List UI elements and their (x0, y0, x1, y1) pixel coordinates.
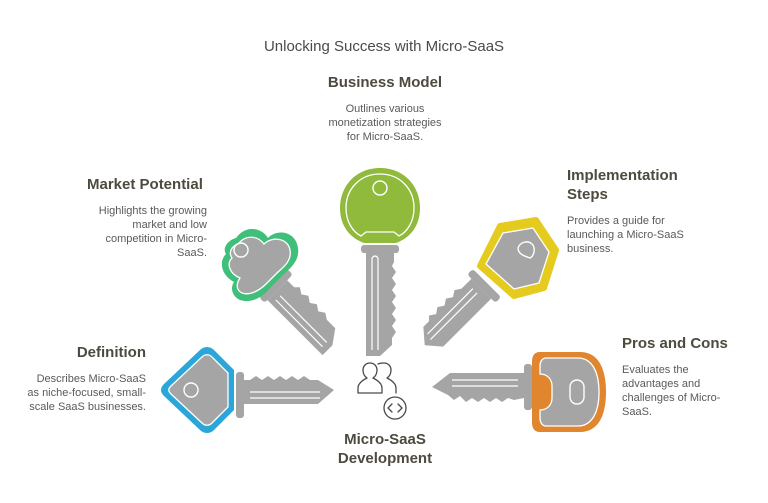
market-potential-key (221, 228, 336, 356)
business-model-title: Business Model (327, 74, 443, 91)
business-model-key-head (340, 168, 420, 243)
center-label: Micro-SaaS Development (310, 430, 460, 468)
implementation-steps-desc: Provides a guide for launching a Micro-S… (567, 215, 684, 255)
users-icon (357, 362, 397, 394)
implementation-steps-key-blade (423, 270, 500, 347)
center-label-line1: Micro-SaaS (344, 431, 426, 448)
definition-title: Definition (76, 344, 146, 361)
pros-and-cons-key-blade (432, 364, 532, 410)
pros-and-cons-title: Pros and Cons (622, 335, 728, 352)
business-model-desc: Outlines various monetization strategies… (328, 103, 442, 143)
implementation-steps-key (423, 217, 559, 347)
pros-and-cons-key (432, 352, 606, 432)
business-model-key-blade (361, 245, 399, 356)
pros-and-cons-desc: Evaluates the advantages and challenges … (622, 364, 721, 418)
business-model-key (340, 168, 420, 356)
market-potential-title: Market Potential (87, 176, 203, 193)
implementation-steps-block: Implementation Steps Provides a guide fo… (567, 166, 737, 256)
market-potential-key-blade (260, 270, 336, 356)
definition-key-blade (236, 372, 334, 418)
pros-and-cons-block: Pros and Cons Evaluates the advantages a… (622, 334, 752, 419)
definition-key (161, 347, 334, 433)
definition-block: Definition Describes Micro-SaaS as niche… (20, 343, 146, 414)
code-icon (383, 396, 407, 420)
diagram-title: Unlocking Success with Micro-SaaS (263, 38, 505, 55)
market-potential-desc: Highlights the growing market and low co… (98, 205, 207, 259)
definition-desc: Describes Micro-SaaS as niche-focused, s… (27, 373, 146, 413)
business-model-block: Business Model Outlines various monetiza… (300, 73, 470, 144)
implementation-steps-title: Implementation Steps (567, 167, 678, 203)
center-label-line2: Development (337, 450, 433, 467)
market-potential-block: Market Potential Highlights the growing … (60, 175, 230, 260)
